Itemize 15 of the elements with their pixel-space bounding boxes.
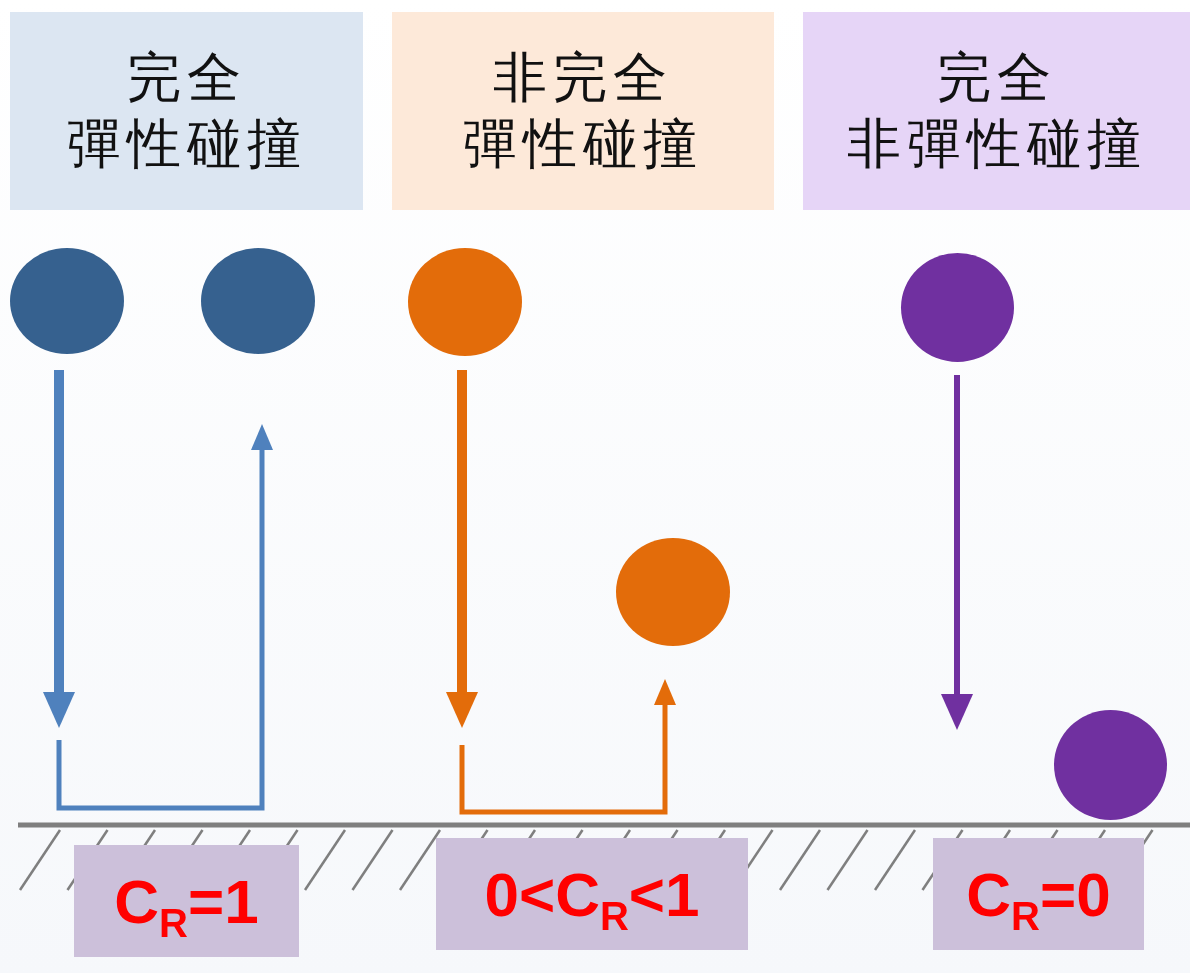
label-panel	[74, 845, 299, 957]
heading-text: 非彈性碰撞	[846, 111, 1147, 177]
heading-text: 完全	[936, 45, 1057, 111]
heading-text: 彈性碰撞	[66, 111, 307, 177]
heading-band	[10, 12, 363, 210]
restitution-formula: 0<C$_{R}$<1	[484, 858, 700, 930]
label-panel	[436, 838, 748, 950]
heading-text: 完全	[126, 45, 247, 111]
label-panel	[933, 838, 1144, 950]
restitution-formula: C$_{R}$=1	[114, 865, 259, 937]
restitution-formula: C$_{R}$=0	[966, 858, 1111, 930]
heading-band	[392, 12, 774, 210]
heading-text: 非完全	[493, 45, 673, 111]
heading-text: 彈性碰撞	[463, 111, 703, 177]
heading-band	[803, 12, 1190, 210]
